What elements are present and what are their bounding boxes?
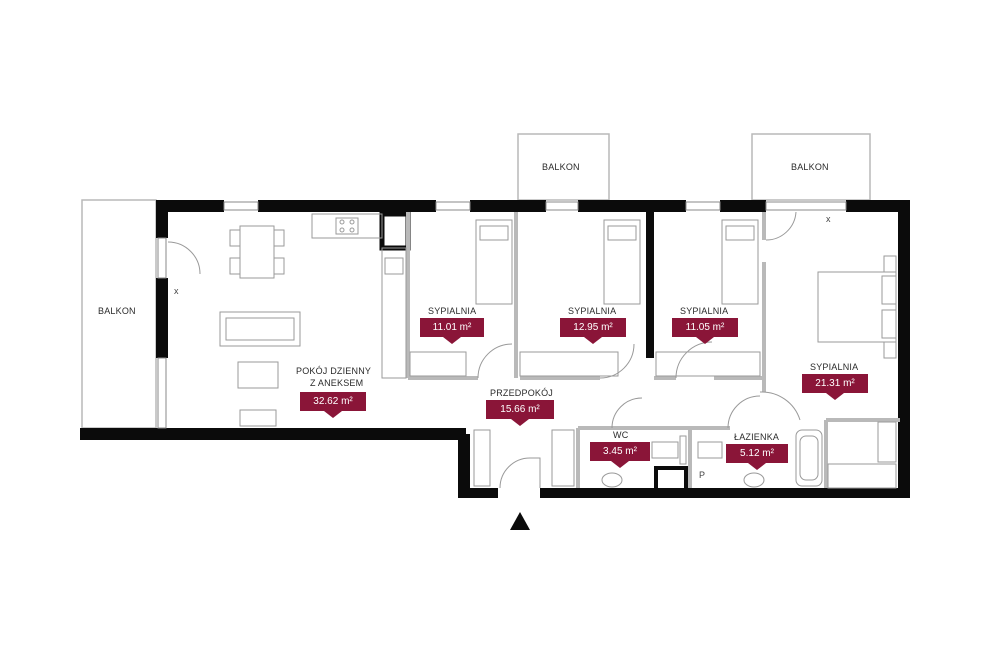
balcony-label-top-middle: BALKON [542, 162, 580, 172]
doors [167, 211, 801, 489]
balcony-top-right [751, 133, 871, 201]
room-area-badge: 3.45 m² [590, 442, 650, 468]
room-name-line: POKÓJ DZIENNY [296, 366, 372, 376]
room-name: SYPIALNIA [568, 306, 617, 316]
p-marker: P [699, 470, 706, 480]
dining-table [239, 225, 275, 279]
room-name: SYPIALNIA [428, 306, 477, 316]
room-name: ŁAZIENKA [734, 432, 780, 442]
room-area-badge: 15.66 m² [486, 400, 554, 426]
furniture [219, 213, 897, 489]
toilet-bath [743, 472, 765, 488]
exterior-walls [80, 200, 910, 498]
room-name: SYPIALNIA [680, 306, 729, 316]
tv-stand [239, 409, 277, 427]
room-name: WC [613, 430, 629, 440]
room-area-badge: 5.12 m² [726, 444, 788, 470]
balcony-label-top-right: BALKON [791, 162, 829, 172]
x-marker-left: x [174, 286, 179, 296]
kitchen-counter-top [311, 213, 383, 239]
room-area-badge: 11.05 m² [672, 318, 738, 344]
balcony-top-middle [517, 133, 610, 201]
coffee-table [237, 361, 279, 389]
toilet-wc [601, 472, 623, 488]
double-bed [817, 271, 897, 343]
kitchen-counter-side [381, 247, 407, 379]
room-area-badge: 12.95 m² [560, 318, 626, 344]
room-name: SYPIALNIA [810, 362, 859, 372]
sofa [219, 311, 301, 347]
balcony-label-left: BALKON [98, 306, 136, 316]
partitions [406, 212, 900, 488]
entrance-arrow-icon [510, 512, 530, 530]
room-name-line: Z ANEKSEM [310, 378, 364, 388]
bathtub [795, 429, 823, 487]
room-area-badge: 32.62 m² [300, 392, 366, 418]
room-area-badge: 11.01 m² [420, 318, 484, 344]
room-name: PRZEDPOKÓJ [490, 388, 554, 398]
room-area-badge: 21.31 m² [802, 374, 868, 400]
windows [157, 201, 847, 429]
x-marker-right: x [826, 214, 831, 224]
